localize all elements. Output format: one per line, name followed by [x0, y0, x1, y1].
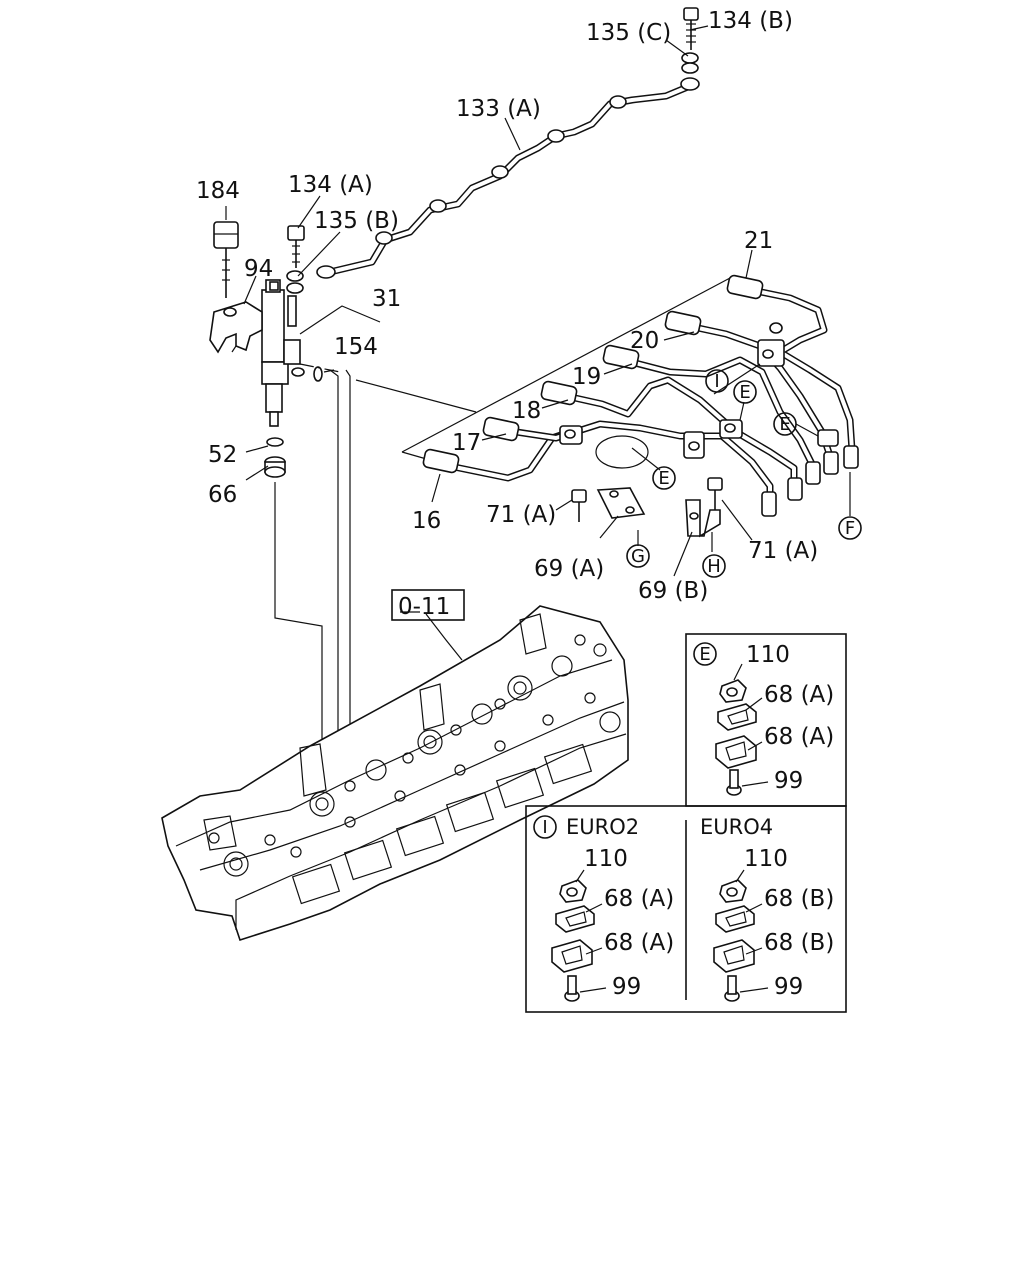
pipe-clamps	[559, 322, 839, 459]
detail-i-eur02-leaders	[575, 869, 607, 993]
label-133a: 133 (A)	[456, 96, 541, 122]
detail-e-circle-label: E	[699, 644, 710, 665]
callout-circles	[533, 369, 862, 839]
bracket-69a	[596, 487, 646, 519]
detail-e-clamp-68a-bottom	[715, 735, 757, 769]
detail-i-eur04-label-68-bottom: 68 (B)	[764, 930, 834, 956]
detail-e-leaders	[733, 663, 769, 787]
pipe-end-nuts	[761, 445, 859, 517]
detail-e-label-110: 110	[746, 642, 790, 668]
detail-i-eur02-clamp-top	[555, 905, 595, 933]
detail-i-eur02-header: EURO2	[566, 815, 639, 839]
detail-i-eur02-label-68-bottom: 68 (A)	[604, 930, 674, 956]
detail-i-eur04-label-99: 99	[774, 974, 803, 1000]
label-184: 184	[196, 178, 240, 204]
detail-box-i-frame	[525, 805, 847, 1013]
o-ring-154	[313, 366, 323, 382]
detail-i-eur04-label-68-top: 68 (B)	[764, 886, 834, 912]
detail-i-eur04-clamp-top	[715, 905, 755, 933]
washer-52	[266, 437, 284, 447]
label-69b: 69 (B)	[638, 578, 708, 604]
label-31: 31	[372, 286, 401, 312]
ref-box-0-11	[391, 589, 465, 621]
detail-i-eur04-header: EURO4	[700, 815, 773, 839]
circle-label-g: G	[631, 546, 645, 567]
detail-i-eur04-leaders	[735, 869, 769, 993]
bolt-134b	[681, 7, 699, 74]
detail-e-nut-110	[719, 679, 747, 703]
circle-label-e3: E	[658, 468, 669, 489]
bolt-184	[213, 221, 239, 298]
label-71a-right: 71 (A)	[748, 538, 818, 564]
detail-e-bolt-99	[726, 769, 742, 796]
clamp-94	[209, 301, 263, 354]
label-21: 21	[744, 228, 773, 254]
detail-e-label-68a-bottom: 68 (A)	[764, 724, 834, 750]
pipe-18	[540, 376, 798, 490]
label-69a: 69 (A)	[534, 556, 604, 582]
injector-31	[261, 279, 305, 427]
detail-i-eur04-bolt-99	[724, 975, 740, 1002]
pipe-19	[602, 344, 816, 468]
bolt-134a	[286, 225, 305, 294]
label-135c: 135 (C)	[586, 20, 671, 46]
seal-66	[264, 456, 286, 478]
label-94: 94	[244, 256, 273, 282]
leak-off-pipe-133a	[316, 77, 700, 279]
detail-i-eur02-label-68-top: 68 (A)	[604, 886, 674, 912]
detail-e-label-99: 99	[774, 768, 803, 794]
circle-label-h: H	[707, 556, 721, 577]
label-71a-left: 71 (A)	[486, 502, 556, 528]
label-66: 66	[208, 482, 237, 508]
label-135b: 135 (B)	[314, 208, 399, 234]
label-16: 16	[412, 508, 441, 534]
bolt-71a-right	[707, 477, 723, 510]
label-52: 52	[208, 442, 237, 468]
circle-label-f: F	[845, 518, 855, 539]
bolt-71a-left	[571, 489, 587, 522]
detail-i-eur02-bolt-99	[564, 975, 580, 1002]
label-ref-0-11: 0-11	[398, 594, 450, 620]
circle-label-e1: E	[739, 382, 750, 403]
pipe-21	[726, 274, 856, 454]
circle-label-e2: E	[779, 414, 790, 435]
cylinder-head	[161, 605, 629, 942]
detail-i-eur04-label-110: 110	[744, 846, 788, 872]
detail-i-eur02-label-99: 99	[612, 974, 641, 1000]
detail-i-circle-label: I	[542, 817, 547, 838]
detail-i-eur02-nut-110	[559, 879, 587, 903]
label-17: 17	[452, 430, 481, 456]
detail-i-eur02-clamp-bottom	[551, 939, 593, 973]
detail-e-clamp-68a-top	[717, 703, 757, 731]
detail-e-label-68a-top: 68 (A)	[764, 682, 834, 708]
circle-label-i: I	[714, 371, 719, 392]
label-154: 154	[334, 334, 378, 360]
label-134b: 134 (B)	[708, 8, 793, 34]
label-18: 18	[512, 398, 541, 424]
label-134a: 134 (A)	[288, 172, 373, 198]
label-19: 19	[572, 364, 601, 390]
detail-i-eur04-nut-110	[719, 879, 747, 903]
detail-i-eur02-label-110: 110	[584, 846, 628, 872]
leader-lines	[225, 25, 851, 661]
bracket-69b	[685, 499, 721, 538]
detail-i-eur04-clamp-bottom	[713, 939, 755, 973]
detail-i-zone	[595, 435, 649, 469]
injector-centerlines	[231, 345, 351, 822]
label-20: 20	[630, 328, 659, 354]
